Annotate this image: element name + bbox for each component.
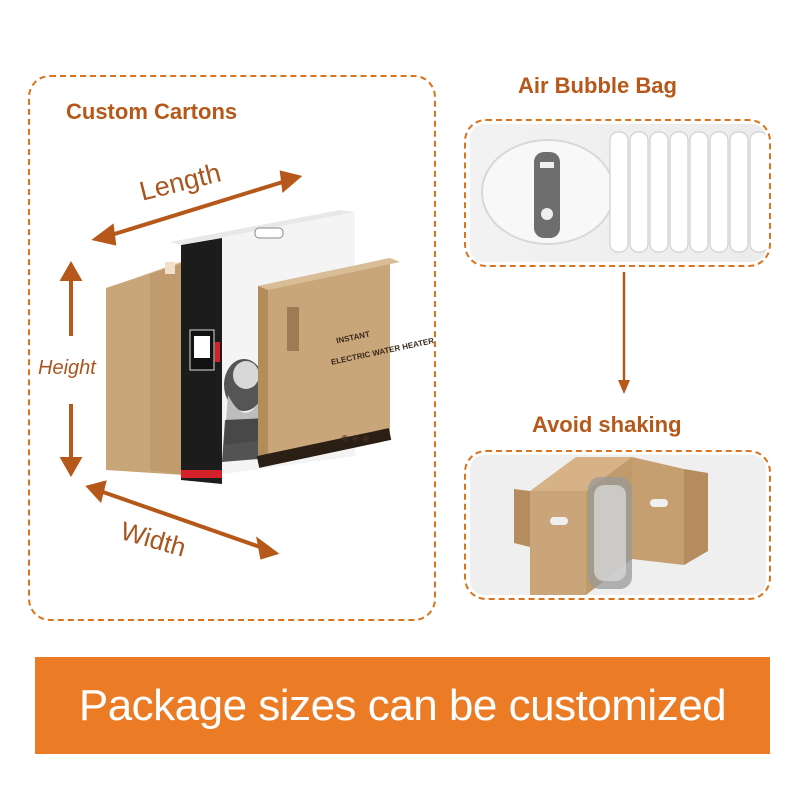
air-bubble-bag-title: Air Bubble Bag (518, 73, 677, 98)
air-bubble-bag-photo (470, 124, 766, 262)
customization-banner: Package sizes can be customized (35, 657, 770, 754)
length-arrow (91, 170, 303, 246)
air-bubble-photo-frame (464, 119, 771, 267)
down-arrow (618, 272, 630, 394)
custom-cartons-frame (28, 75, 436, 621)
custom-cartons-title: Custom Cartons (66, 99, 238, 124)
carton-photo-frame (464, 450, 771, 600)
open-carton-photo (470, 455, 766, 595)
height-label: Height (38, 357, 96, 379)
height-arrow (59, 260, 83, 478)
avoid-shaking-title: Avoid shaking (532, 412, 682, 437)
cartons-illustration: ◉ ◉ ◉ (59, 170, 400, 560)
kraft-box-back (106, 255, 200, 475)
kraft-box-front: ◉ ◉ ◉ (256, 258, 400, 468)
banner-text: Package sizes can be customized (78, 680, 727, 730)
svg-text:◉ ◉ ◉: ◉ ◉ ◉ (341, 433, 370, 443)
width-arrow (85, 480, 280, 560)
